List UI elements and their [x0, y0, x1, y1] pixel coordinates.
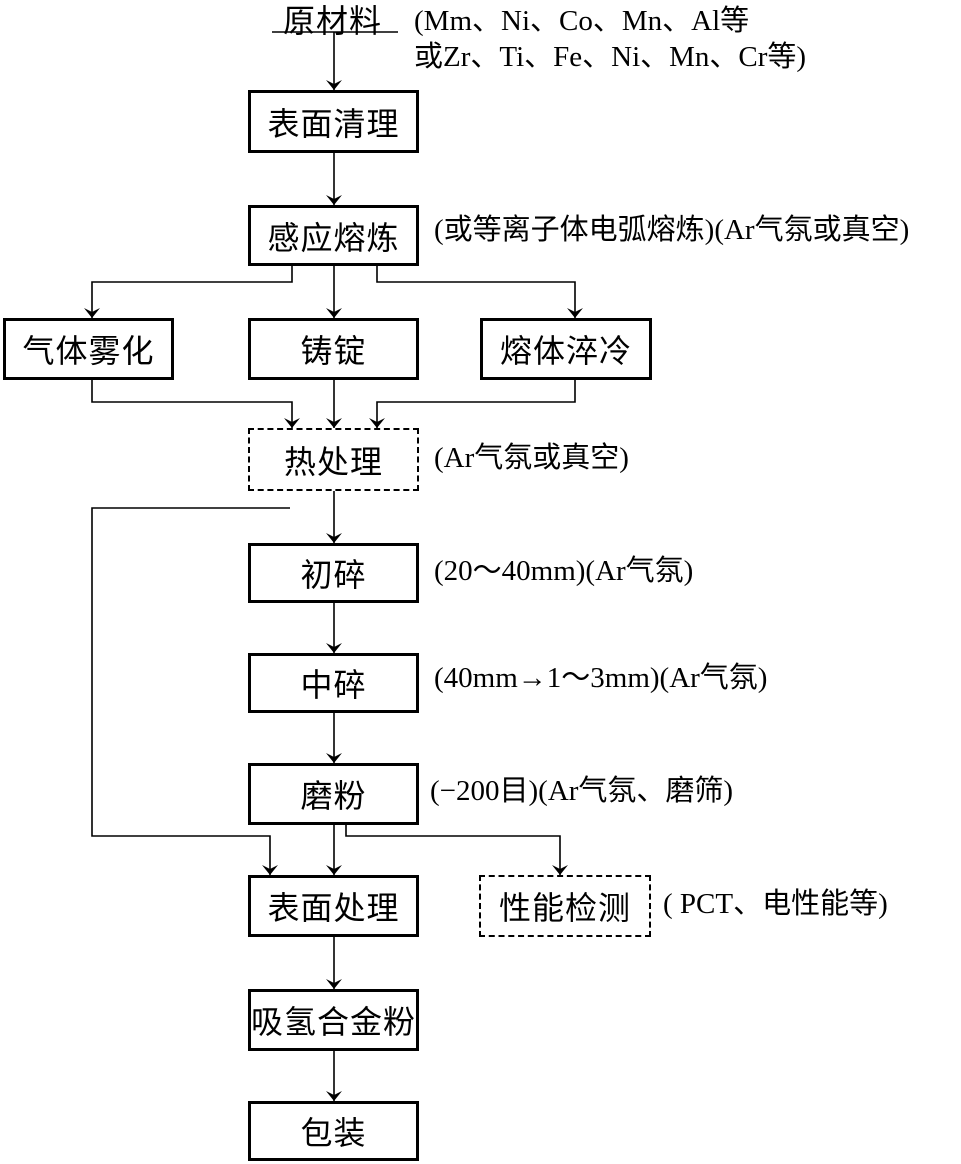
grinding-note: (−200目)(Ar气氛、磨筛) [430, 775, 734, 807]
step-medium-crushing: 中碎 [248, 653, 419, 713]
step-surface-treatment: 表面处理 [248, 875, 419, 937]
step-gas-atomization: 气体雾化 [3, 318, 174, 380]
step-grinding: 磨粉 [248, 763, 419, 825]
step-hydrogen-alloy-powder: 吸氢合金粉 [248, 989, 419, 1051]
arrow-melting-to-atomization [84, 266, 293, 318]
arrow-quenching-to-heat [369, 380, 576, 428]
raw-material-label: 原材料 [283, 2, 383, 40]
arrow-heat-bypass-to-surface [91, 507, 290, 875]
raw-material-note-line2: 或Zr、Ti、Fe、Ni、Mn、Cr等) [414, 41, 807, 73]
raw-material-note-line1: (Mm、Ni、Co、Mn、Al等 [414, 5, 750, 37]
arrow-melting-to-quenching [376, 266, 583, 318]
step-surface-cleaning: 表面清理 [248, 90, 419, 153]
heat-treatment-note: (Ar气氛或真空) [434, 442, 629, 474]
step-ingot: 铸锭 [248, 318, 419, 380]
primary-crushing-note: (20～40mm)(Ar气氛) [434, 555, 694, 587]
arrow-grinding-to-testing [345, 825, 568, 875]
medium-crushing-note: (40mm→1～3mm)(Ar气氛) [434, 662, 768, 694]
step-heat-treatment: 热处理 [248, 428, 419, 491]
step-melt-quenching: 熔体淬冷 [480, 318, 652, 380]
step-induction-melting: 感应熔炼 [248, 205, 419, 266]
performance-testing-note: ( PCT、电性能等) [663, 888, 888, 920]
step-packaging: 包装 [248, 1101, 419, 1161]
step-primary-crushing: 初碎 [248, 543, 419, 603]
induction-melting-note: (或等离子体电弧熔炼)(Ar气氛或真空) [434, 214, 910, 246]
step-performance-testing: 性能检测 [479, 875, 651, 937]
arrow-atomization-to-heat [91, 380, 300, 428]
